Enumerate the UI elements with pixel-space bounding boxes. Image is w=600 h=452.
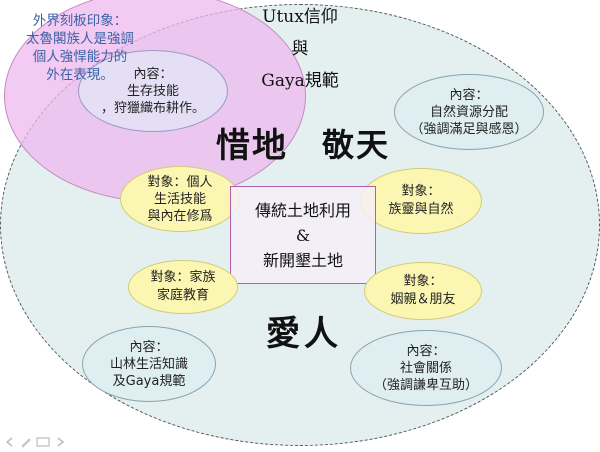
oval-content-survival-line2: 生存技能 (126, 83, 179, 99)
center-box: 傳統土地利用 & 新開墾土地 (230, 186, 376, 284)
slide-icon[interactable] (36, 433, 50, 447)
oval-target-individual-line2: 生活技能 (153, 191, 206, 207)
oval-content-nature: 內容： 自然資源分配 （強調滿足與感恩） (394, 74, 544, 150)
oval-content-social-line2: 社會關係 (399, 360, 452, 376)
left-note-line3: 個人強悍能力的 (32, 49, 128, 65)
oval-content-forest-line2: 山林生活知識 (109, 356, 188, 372)
oval-content-social-line3: （強調謙卑互助） (373, 377, 478, 393)
top-title: Utux信仰 與 Gaya規範 (220, 6, 380, 92)
left-note-line1: 外界刻板印象： (32, 13, 128, 29)
center-box-line1: 傳統土地利用 (254, 200, 351, 220)
top-title-line1: Utux信仰 (262, 7, 338, 27)
left-note-line2: 太魯閣族人是強調 (26, 31, 134, 47)
arrow-right-icon[interactable] (54, 433, 66, 447)
oval-content-forest: 內容： 山林生活知識 及Gaya規範 (82, 326, 216, 402)
oval-content-forest-line3: 及Gaya規範 (112, 373, 186, 389)
center-box-line2: & (295, 225, 311, 245)
oval-content-forest-line1: 內容： (129, 339, 169, 355)
oval-content-survival-line1: 內容： (133, 66, 173, 82)
oval-target-family: 對象：家族 家庭教育 (128, 260, 238, 314)
oval-content-survival: 內容： 生存技能 ，狩獵織布耕作。 (78, 50, 228, 132)
oval-target-individual-line1: 對象：個人 (147, 174, 213, 190)
oval-target-family-line1: 對象：家族 (150, 270, 216, 285)
oval-target-individual: 對象：個人 生活技能 與內在修爲 (120, 166, 240, 232)
oval-target-individual-line3: 與內在修爲 (147, 208, 213, 224)
oval-target-relatives-line1: 對象： (403, 274, 443, 289)
center-box-line3: 新開墾土地 (262, 250, 343, 270)
slideshow-toolbar (4, 433, 66, 448)
big-word-jing-tian: 敬天 (322, 126, 391, 164)
pen-icon[interactable] (20, 433, 32, 448)
oval-content-nature-line2: 自然資源分配 (429, 104, 508, 120)
arrow-left-icon[interactable] (4, 433, 16, 447)
oval-content-social-line1: 內容： (406, 343, 446, 359)
oval-content-survival-line3: ，狩獵織布耕作。 (100, 100, 205, 116)
left-note-line4: 外在表現。 (46, 67, 114, 83)
oval-target-relatives-line2: 姻親＆朋友 (390, 292, 456, 307)
big-word-xi-di: 惜地 (216, 126, 288, 166)
oval-content-nature-line3: （強調滿足與感恩） (410, 121, 528, 137)
oval-target-spirits-line1: 對象： (401, 184, 441, 199)
oval-target-spirits: 對象： 族靈與自然 (360, 168, 482, 234)
oval-target-spirits-line2: 族靈與自然 (388, 202, 454, 217)
left-note: 外界刻板印象： 太魯閣族人是強調 個人強悍能力的 外在表現。 (0, 12, 160, 84)
big-word-ai-ren: 愛人 (266, 314, 342, 354)
oval-content-social: 內容： 社會關係 （強調謙卑互助） (350, 330, 502, 406)
oval-target-family-line2: 家庭教育 (156, 288, 209, 303)
oval-content-nature-line1: 內容： (449, 87, 489, 103)
top-title-line3: Gaya規範 (261, 71, 339, 91)
oval-target-relatives: 對象： 姻親＆朋友 (364, 262, 482, 320)
top-title-line2: 與 (291, 39, 309, 59)
